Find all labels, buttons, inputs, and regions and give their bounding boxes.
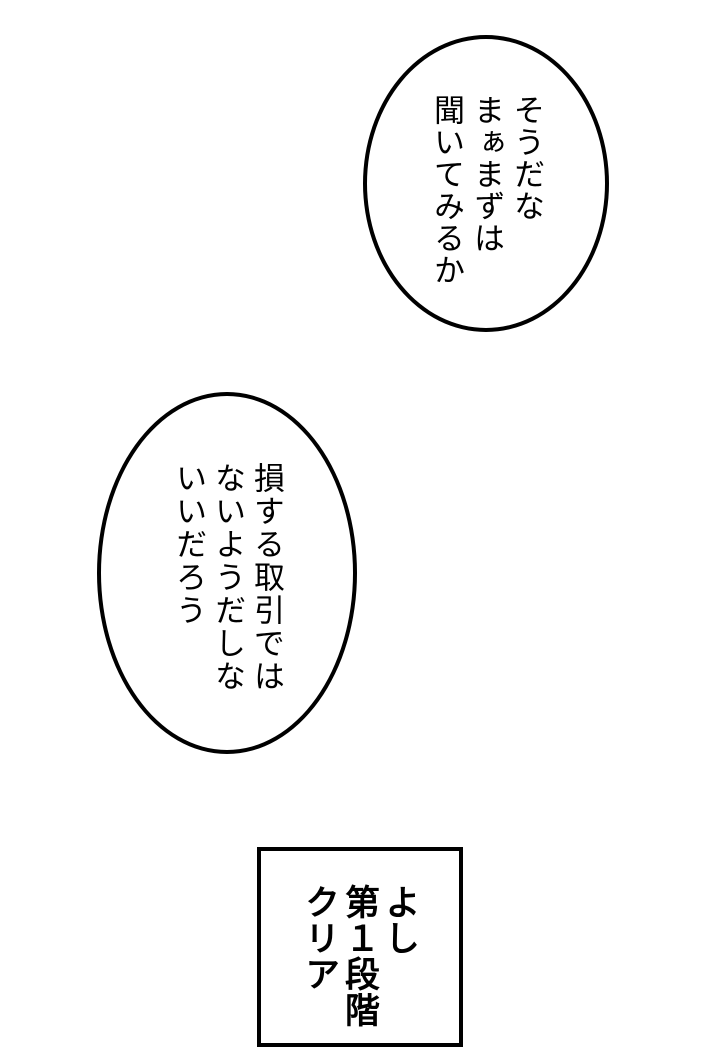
speech-bubble-1-line-3: 聞いてみるか bbox=[428, 94, 464, 286]
caption-line-1: よし bbox=[379, 884, 420, 956]
speech-bubble-2-line-2: ないようだしな bbox=[209, 462, 245, 693]
caption-line-3: クリア bbox=[299, 884, 340, 992]
speech-bubble-2 bbox=[97, 392, 357, 754]
speech-bubble-2-line-3: いいだろう bbox=[170, 462, 206, 627]
speech-bubble-1-line-2: まぁまずは bbox=[468, 94, 504, 254]
speech-bubble-2-line-1: 損する取引では bbox=[248, 462, 284, 693]
speech-bubble-1 bbox=[363, 35, 609, 332]
speech-bubble-1-line-1: そうだな bbox=[508, 94, 544, 222]
caption-line-2: 第１段階 bbox=[339, 884, 380, 1028]
